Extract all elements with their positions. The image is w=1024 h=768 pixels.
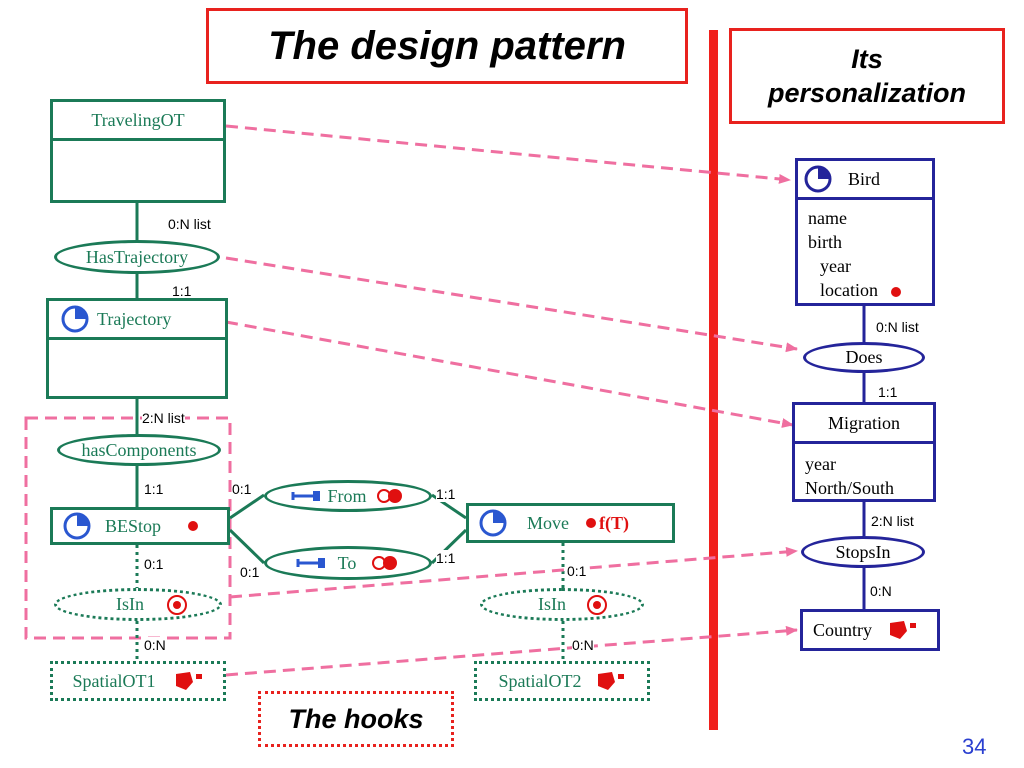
is-in-1-label: IsIn	[116, 594, 144, 614]
traveling-ot-name: TravelingOT	[53, 102, 223, 141]
hooks-region	[24, 416, 232, 640]
separator-bar	[709, 30, 718, 730]
region-icon	[597, 672, 624, 690]
card-traveling-hastrajectory: 0:N list	[168, 216, 211, 232]
point-icon	[890, 287, 901, 297]
move-name: Move	[527, 512, 569, 533]
traveling-ot-box[interactable]: TravelingOT	[50, 99, 226, 203]
design-pattern-title-text: The design pattern	[268, 23, 626, 68]
card-bestop-to: 0:1	[240, 564, 260, 580]
hooks-title-text: The hooks	[288, 703, 424, 734]
is-in-2-relationship[interactable]: IsIn	[480, 588, 644, 621]
card-bestop-from: 0:1	[232, 481, 252, 497]
card-move-from: 1:1	[436, 486, 456, 502]
time-icon	[479, 509, 507, 537]
page-number: 34	[962, 734, 987, 759]
bird-attr-year: year	[820, 256, 851, 276]
trajectory-name: Trajectory	[97, 308, 172, 329]
move-function-label: f(T)	[599, 512, 629, 533]
spatial-ot1-box[interactable]: SpatialOT1	[50, 661, 226, 701]
has-components-relationship[interactable]: hasComponents	[57, 434, 221, 466]
hooks-title: The hooks	[258, 691, 454, 747]
spatial-inside-icon	[587, 594, 607, 615]
does-relationship[interactable]: Does	[803, 342, 925, 373]
card-spatial1-isin: 0:N	[144, 637, 166, 653]
stops-in-label: StopsIn	[835, 541, 891, 562]
has-trajectory-label: HasTrajectory	[85, 246, 189, 267]
spatial-inside-icon	[167, 594, 187, 615]
to-relationship[interactable]: To	[264, 546, 432, 580]
has-trajectory-relationship[interactable]: HasTrajectory	[54, 240, 220, 274]
design-pattern-title: The design pattern	[206, 8, 688, 84]
country-box[interactable]: Country	[800, 609, 940, 651]
migration-attr-north-south: North/South	[805, 478, 895, 498]
bird-box[interactable]: Bird name birth year location	[795, 158, 935, 306]
time-interval-icon	[296, 558, 325, 568]
is-in-2-label: IsIn	[538, 594, 566, 614]
card-move-to: 1:1	[436, 550, 456, 566]
to-label: To	[337, 552, 357, 573]
stops-in-relationship[interactable]: StopsIn	[801, 536, 925, 568]
spatial-ot2-box[interactable]: SpatialOT2	[474, 661, 650, 701]
move-box[interactable]: Move f(T)	[466, 503, 675, 543]
time-icon	[804, 165, 832, 193]
migration-name: Migration	[795, 405, 933, 444]
card-bestop-isin: 0:1	[144, 556, 164, 572]
card-migration-stopsin: 2:N list	[871, 513, 914, 529]
trajectory-header: Trajectory	[49, 301, 225, 340]
link-bestop-from	[229, 493, 265, 520]
bird-attr-birth: birth	[808, 232, 842, 252]
trajectory-box[interactable]: Trajectory	[46, 298, 228, 399]
card-country-stopsin: 0:N	[870, 583, 892, 599]
map-traveling-bird	[225, 124, 791, 184]
spatial-topology-icon	[372, 556, 398, 570]
migration-attr-year: year	[805, 454, 836, 474]
bird-name: Bird	[848, 168, 881, 189]
bird-attr-name: name	[808, 208, 847, 228]
personalization-title-line1: Its	[851, 44, 883, 74]
map-hastrajectory-does	[225, 256, 798, 353]
personalization-title: Its personalization	[729, 28, 1005, 124]
migration-box[interactable]: Migration year North/South	[792, 402, 936, 502]
spatial-topology-icon	[376, 489, 402, 503]
bird-header: Bird	[798, 161, 932, 200]
bird-attributes: name birth year location	[798, 200, 932, 302]
card-bird-does: 0:N list	[876, 319, 919, 335]
country-name: Country	[813, 619, 873, 640]
region-icon	[175, 672, 202, 690]
spatial-ot2-name: SpatialOT2	[498, 670, 582, 691]
map-trajectory-migration	[225, 320, 794, 428]
point-icon	[188, 521, 199, 531]
personalization-title-line2: personalization	[767, 78, 967, 108]
map-spatial-country	[225, 625, 798, 677]
bestop-box[interactable]: BEStop	[50, 507, 230, 545]
card-spatial2-isin: 0:N	[572, 637, 594, 653]
from-label: From	[327, 485, 367, 506]
bird-attr-location-row: location	[808, 278, 932, 302]
bird-attr-location: location	[820, 280, 878, 300]
card-move-isin: 0:1	[567, 563, 587, 579]
card-migration-does: 1:1	[878, 384, 898, 400]
region-icon	[890, 621, 917, 639]
migration-attributes: year North/South	[795, 444, 933, 500]
time-interval-icon	[291, 491, 321, 501]
card-trajectory-hastrajectory: 1:1	[172, 283, 192, 299]
link-bestop-to	[228, 528, 266, 565]
time-icon	[63, 512, 91, 540]
from-relationship[interactable]: From	[264, 480, 432, 512]
is-in-1-relationship[interactable]: IsIn	[54, 588, 222, 621]
has-components-label: hasComponents	[81, 439, 197, 460]
card-trajectory-hascomponents: 2:N list	[142, 410, 185, 426]
card-bestop-hascomponents: 1:1	[144, 481, 164, 497]
time-icon	[61, 305, 89, 333]
spatial-ot1-name: SpatialOT1	[72, 670, 156, 691]
bestop-name: BEStop	[105, 515, 162, 536]
point-icon	[586, 518, 596, 528]
does-label: Does	[845, 347, 883, 367]
